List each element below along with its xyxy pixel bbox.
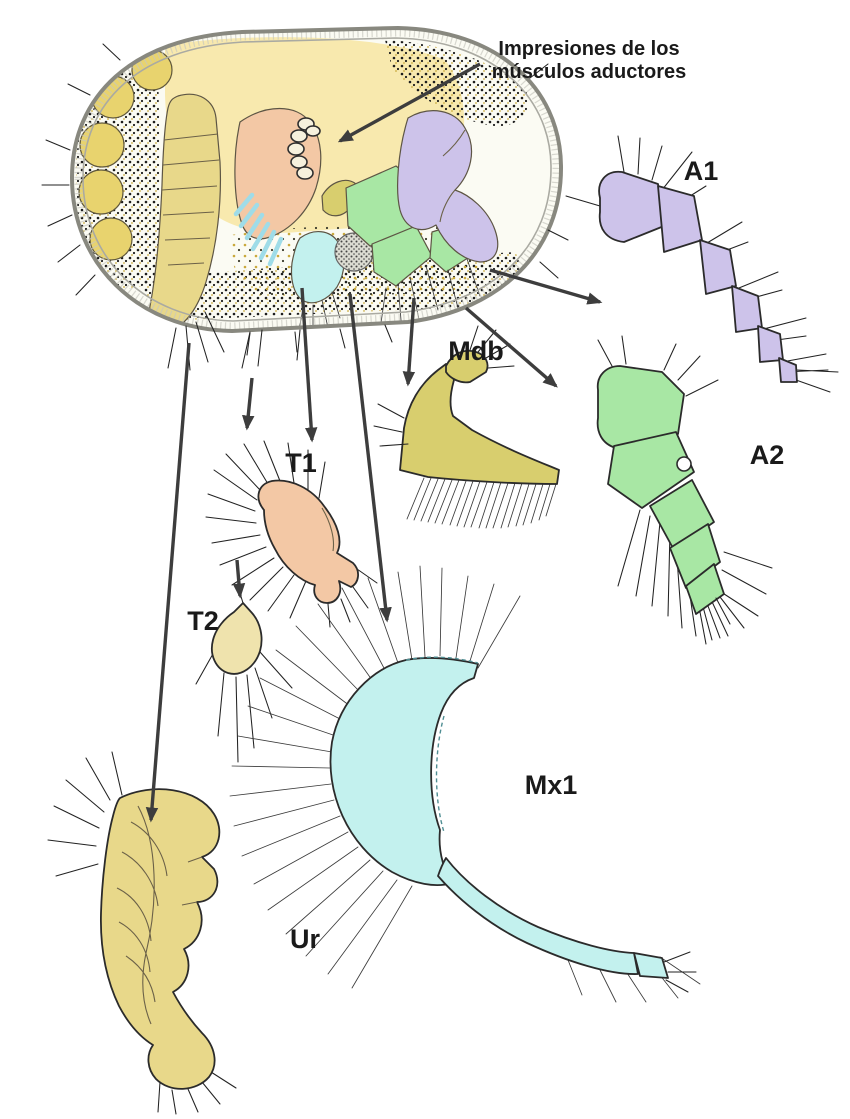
mx1-label: Mx1 [525,770,578,800]
t1-setae-fan [205,440,378,628]
a2-in-situ-seg2 [371,225,433,287]
muscle-scar [296,166,314,180]
egg [78,169,124,215]
a2-antenna-drawing [596,335,773,645]
a1-in-situ-body [397,110,499,263]
adductor-muscle-scars [287,117,321,180]
a1-segment [757,325,784,363]
a2-condyle [676,456,692,472]
arrow-to-t1 [300,287,318,443]
t2-setae [195,589,293,763]
a1-segment [598,170,665,243]
muscle-scar [287,142,305,156]
arrow-to-a1 [489,268,603,305]
a2-label: A2 [750,440,785,470]
a1-segment [778,357,798,383]
ur-label: Ur [290,924,320,954]
ur-in-situ-segments [161,133,220,266]
mx1-palp [437,857,639,975]
arrow-muscle-annotation [337,62,481,143]
t1-label: T1 [285,448,317,478]
mdb-palp [445,349,489,384]
a2-segment [669,523,721,589]
mdb-mandible-drawing [373,325,560,529]
shell-inner-outline [82,37,552,322]
ur-body [100,788,221,1090]
t1-body [257,479,359,604]
stipple-top-right [385,40,529,127]
mx1-suture-dashed [405,656,479,833]
t1-inner-line [321,507,335,552]
muscle-annotation: Impresiones de los músculos aductores [492,38,687,83]
arrow-to-ur [145,342,191,823]
a2-segment [607,431,695,509]
a1-label: A1 [684,156,719,186]
mdb-comb-setae [406,477,557,529]
a2-segment [685,563,725,615]
mx1-in-situ-setae [298,291,341,331]
ur-uropod-drawing [47,751,237,1115]
arrow-to-mx1 [348,293,392,623]
shell-margin-ticks [74,29,560,330]
ur-setae [47,751,237,1115]
ur-inner-ridges [116,805,203,1025]
mx1-maxillule-drawing [229,565,701,1003]
a1-in-situ-joints [439,129,466,223]
t1-leg-drawing [205,440,378,628]
a1-antennule-drawing [565,135,839,393]
mdb-blade [399,363,560,485]
arrows [145,62,603,823]
arrow-to-mdb [402,297,416,387]
a1-segment [731,285,763,333]
muscle-annotation-line1: Impresiones de los [498,38,679,60]
mx1-tip-claws [663,951,697,993]
mx1-palp-tip [633,952,669,979]
muscle-scar [305,125,321,137]
mdb-label: Mdb [448,336,503,366]
a1-in-situ [397,110,499,263]
t2-body [211,602,263,675]
muscle-annotation-line2: músculos aductores [492,61,687,83]
mx1-in-situ [290,231,345,331]
arrow-to-t1-left [242,377,255,431]
a1-segment [657,185,703,253]
muscle-scar [290,129,308,143]
a1-segment [699,239,737,295]
a2-segment [596,365,685,449]
a2-terminal-claws [699,597,731,645]
t2-label: T2 [187,606,219,636]
arrow-to-t2 [232,559,246,599]
mx1-in-situ-body [290,231,345,304]
arrow-to-a2 [464,306,558,388]
egg [79,122,125,168]
muscle-scar [290,155,308,169]
gill-lamellae [233,192,284,267]
shell-margin-setae [41,43,569,356]
mdb-palp-setae [373,325,515,447]
egg [131,49,173,91]
shell-outer-outline [69,25,564,334]
t2-leg-drawing [195,589,293,763]
